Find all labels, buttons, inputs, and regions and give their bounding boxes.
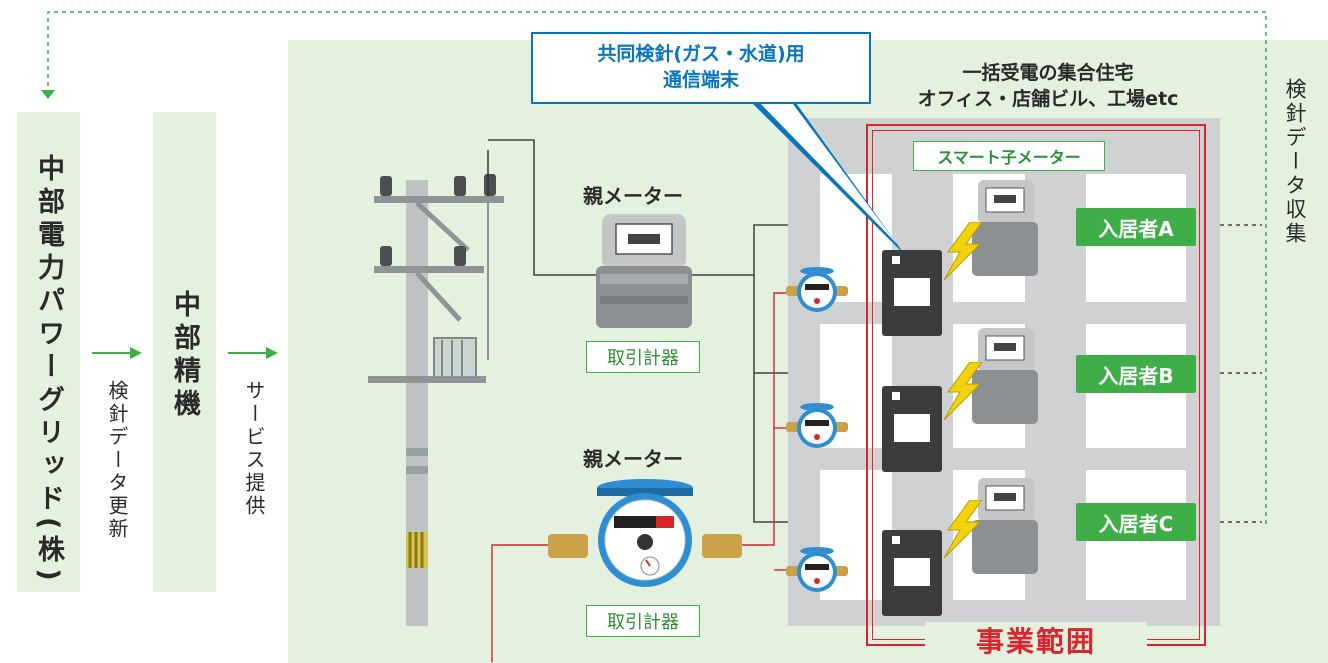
- business-scope-label: 事業範囲: [925, 622, 1147, 662]
- meter-data-collection-label: 検針データ収集: [1283, 78, 1307, 246]
- arrow-right-icon: [228, 347, 278, 359]
- lightning-icon: [943, 362, 983, 420]
- building-type-line1: 一括受電の集合住宅: [962, 62, 1134, 84]
- lightning-icon: [943, 500, 983, 558]
- arrow-right-icon: [92, 347, 142, 359]
- chubu-seiki-label: 中部精機: [169, 290, 200, 422]
- communication-terminal: [882, 250, 942, 336]
- tenant-c-label: 入居者C: [1076, 503, 1196, 541]
- smart-child-meter-label: スマート子メーター: [913, 141, 1105, 171]
- utility-pole: [368, 150, 504, 626]
- trade-meter-label: 取引計器: [586, 341, 700, 373]
- parent-meter-label: 親メーター: [583, 184, 683, 208]
- parent-electric-meter: [596, 214, 692, 328]
- callout-line1: 共同検針(ガス・水道)用: [597, 43, 805, 65]
- child-water-meter: [786, 267, 848, 312]
- chubu-power-grid-box: 中部電力パワーグリッド(株): [17, 112, 80, 592]
- parent-meter-label: 親メーター: [583, 447, 683, 471]
- meter-data-update-label: 検針データ更新: [105, 380, 129, 541]
- tenant-b-label: 入居者B: [1076, 355, 1196, 393]
- communication-terminal: [882, 386, 942, 472]
- building-type-line2: オフィス・店舗ビル、工場etc: [917, 88, 1179, 110]
- smart-child-meter: [972, 180, 1038, 276]
- child-water-meter: [786, 547, 848, 592]
- communication-terminal: [882, 530, 942, 616]
- chubu-power-grid-label: 中部電力パワーグリッド(株): [33, 154, 64, 587]
- service-provision-label: サービス提供: [242, 380, 266, 518]
- communication-terminal-callout: 共同検針(ガス・水道)用 通信端末: [531, 32, 871, 104]
- callout-line2: 通信端末: [662, 69, 739, 91]
- chubu-seiki-box: 中部精機: [153, 112, 216, 592]
- tenant-a-label: 入居者A: [1076, 208, 1196, 246]
- smart-child-meter: [972, 328, 1038, 424]
- trade-meter-label: 取引計器: [586, 605, 700, 637]
- lightning-icon: [943, 222, 983, 280]
- child-water-meter: [786, 403, 848, 448]
- parent-water-meter: [548, 479, 742, 587]
- smart-child-meter: [972, 478, 1038, 574]
